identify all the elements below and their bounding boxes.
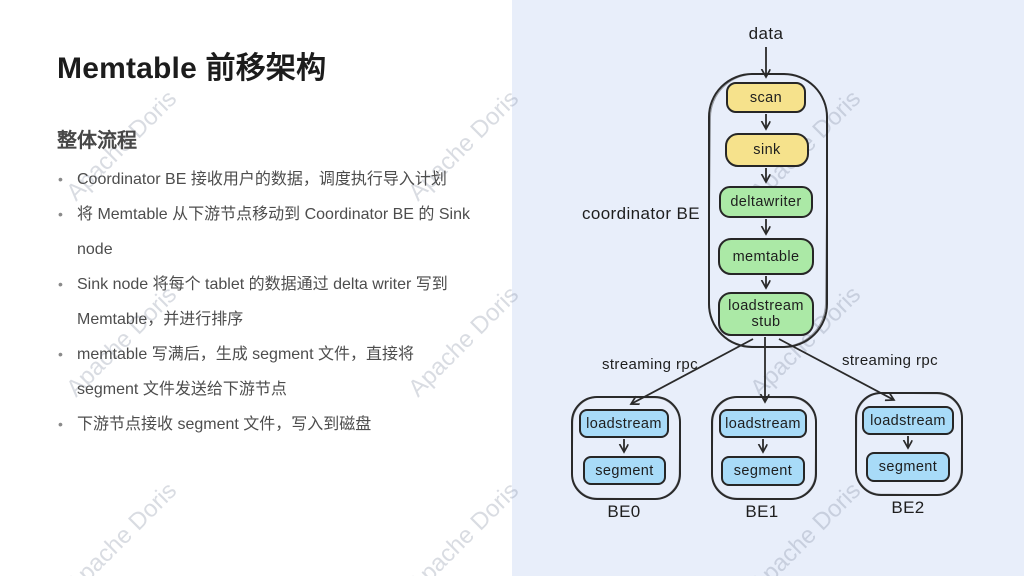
content-panel: Memtable 前移架构 整体流程 Coordinator BE 接收用户的数… <box>57 0 509 442</box>
be0-segment-node: segment <box>583 456 666 485</box>
watermark: Apache Doris <box>61 477 183 576</box>
page-title: Memtable 前移架构 <box>57 52 327 85</box>
streaming-rpc-left-label: streaming rpc <box>601 356 699 373</box>
architecture-diagram: data coordinator BE scan sink deltawrite… <box>512 0 1024 576</box>
be0-loadstream-node: loadstream <box>579 409 669 438</box>
be2-loadstream-node: loadstream <box>862 406 954 435</box>
be1-label: BE1 <box>745 502 779 521</box>
memtable-node: memtable <box>718 238 814 275</box>
watermark: Apache Doris <box>403 477 525 576</box>
scan-node: scan <box>726 82 806 113</box>
be1-loadstream-node: loadstream <box>719 409 807 438</box>
be1-group <box>711 396 817 500</box>
deltawriter-node: deltawriter <box>719 186 813 218</box>
bullet-item: 下游节点接收 segment 文件，写入到磁盘 <box>57 407 475 442</box>
be1-segment-node: segment <box>721 456 805 486</box>
bullet-list: Coordinator BE 接收用户的数据，调度执行导入计划 将 Memtab… <box>57 162 475 442</box>
be2-label: BE2 <box>891 498 925 517</box>
sink-node: sink <box>725 133 809 167</box>
be0-group <box>571 396 681 500</box>
streaming-rpc-right-label: streaming rpc <box>841 352 939 369</box>
be2-segment-node: segment <box>866 452 950 482</box>
data-source-label: data <box>748 24 784 43</box>
loadstream-stub-node: loadstream stub <box>718 292 814 336</box>
be2-group <box>855 392 963 496</box>
coordinator-be-label: coordinator BE <box>581 204 700 223</box>
bullet-item: Sink node 将每个 tablet 的数据通过 delta writer … <box>57 267 475 337</box>
bullet-item: memtable 写满后，生成 segment 文件，直接将 segment 文… <box>57 337 475 407</box>
section-heading: 整体流程 <box>57 130 137 152</box>
be0-label: BE0 <box>607 502 641 521</box>
bullet-item: 将 Memtable 从下游节点移动到 Coordinator BE 的 Sin… <box>57 197 475 267</box>
coordinator-be-group <box>708 73 828 348</box>
bullet-item: Coordinator BE 接收用户的数据，调度执行导入计划 <box>57 162 475 197</box>
